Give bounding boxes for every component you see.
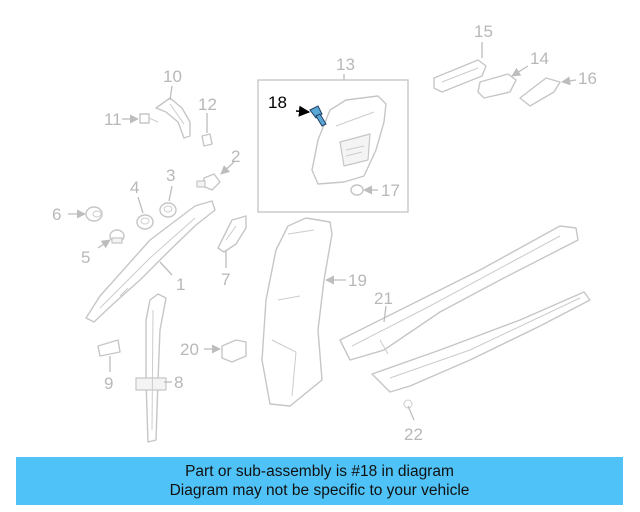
leader-5 <box>97 239 111 249</box>
callout-8: 8 <box>174 373 183 392</box>
part-6-fastener <box>85 206 103 222</box>
part-22-reinforcement <box>371 291 591 409</box>
callout-16: 16 <box>578 69 597 88</box>
callout-6: 6 <box>52 205 61 224</box>
callout-12: 12 <box>198 95 217 114</box>
part-19-b-pillar-trim <box>261 217 333 407</box>
leader-16 <box>561 76 577 86</box>
leader-3 <box>168 185 173 202</box>
leader-21 <box>383 305 387 323</box>
part-12-clip <box>201 133 213 147</box>
part-5-fastener <box>109 229 125 244</box>
part-15-trim-piece <box>433 59 487 93</box>
callout-10: 10 <box>163 67 182 86</box>
leader-1 <box>159 261 173 276</box>
part-17-grommet <box>350 184 364 196</box>
callout-14: 14 <box>530 49 549 68</box>
part-9-clip <box>97 339 121 357</box>
callout-4: 4 <box>130 178 139 197</box>
info-banner: Part or sub-assembly is #18 in diagram D… <box>16 457 623 505</box>
callout-3: 3 <box>166 166 175 185</box>
part-18-screw <box>309 105 327 127</box>
callout-9: 9 <box>104 374 113 393</box>
banner-line-1: Part or sub-assembly is #18 in diagram <box>185 463 454 480</box>
callout-21: 21 <box>374 289 393 308</box>
part-2-clip <box>196 173 221 191</box>
callout-7: 7 <box>221 270 230 289</box>
part-16-bracket <box>519 77 561 107</box>
callout-5: 5 <box>81 248 90 267</box>
part-4-fastener <box>136 214 154 230</box>
callout-20: 20 <box>180 340 199 359</box>
part-1-a-pillar-trim <box>85 200 216 323</box>
part-11-bolt <box>139 113 159 124</box>
part-14-bracket <box>477 73 517 99</box>
banner-line-2: Diagram may not be specific to your vehi… <box>169 482 470 499</box>
callout-22: 22 <box>404 425 423 444</box>
leader-14 <box>511 65 529 77</box>
part-20-bracket <box>221 339 247 363</box>
part-7-bracket <box>217 215 247 253</box>
leader-22 <box>407 405 415 421</box>
callout-15: 15 <box>474 22 493 41</box>
callout-11: 11 <box>104 110 122 129</box>
part-13-upper-trim <box>311 95 387 185</box>
part-10-bracket <box>155 97 191 139</box>
part-21-sill-trim <box>339 225 579 361</box>
parts-diagram: 1 2 3 4 5 6 7 8 <box>52 22 597 444</box>
callout-2: 2 <box>231 147 240 166</box>
callout-19: 19 <box>348 271 367 290</box>
callout-13: 13 <box>336 55 355 74</box>
leader-2 <box>220 161 235 175</box>
callout-17: 17 <box>381 181 400 200</box>
callout-18: 18 <box>268 93 287 112</box>
part-8-lower-pillar <box>135 293 167 443</box>
part-3-fastener <box>159 202 177 218</box>
leader-10 <box>169 85 173 101</box>
leader-18 <box>295 105 311 117</box>
detail-box-13 <box>257 79 409 213</box>
leader-4 <box>137 196 144 214</box>
callout-1: 1 <box>176 275 185 294</box>
